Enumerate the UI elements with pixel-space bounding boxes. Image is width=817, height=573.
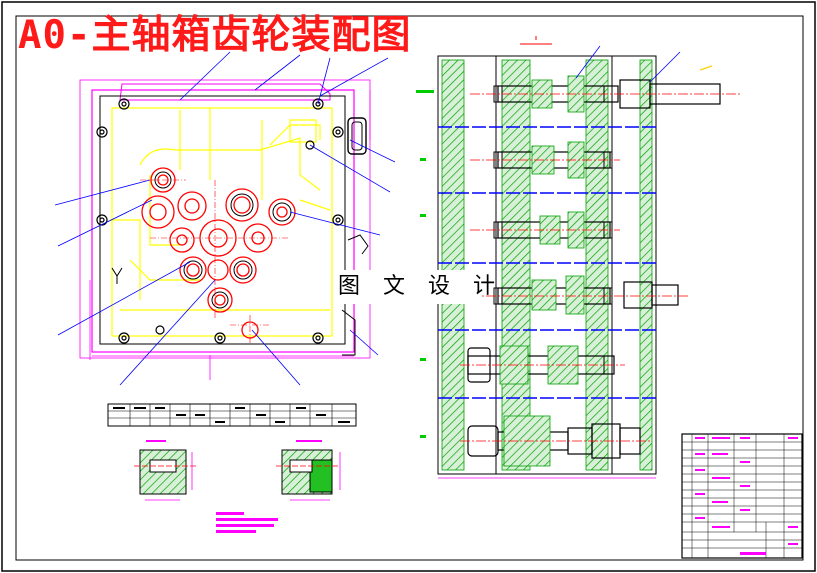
parts-table xyxy=(107,403,357,427)
title-block xyxy=(681,433,803,559)
detail-view-left xyxy=(134,440,196,501)
section-view xyxy=(416,36,740,479)
detail-view-right xyxy=(276,440,341,501)
watermark-label: 图 文 设 计 xyxy=(338,270,495,304)
technical-notes xyxy=(216,512,278,533)
front-view xyxy=(54,51,396,386)
drawing-title: A0-主轴箱齿轮装配图 xyxy=(18,13,412,58)
sheet-inner-border xyxy=(15,15,804,561)
